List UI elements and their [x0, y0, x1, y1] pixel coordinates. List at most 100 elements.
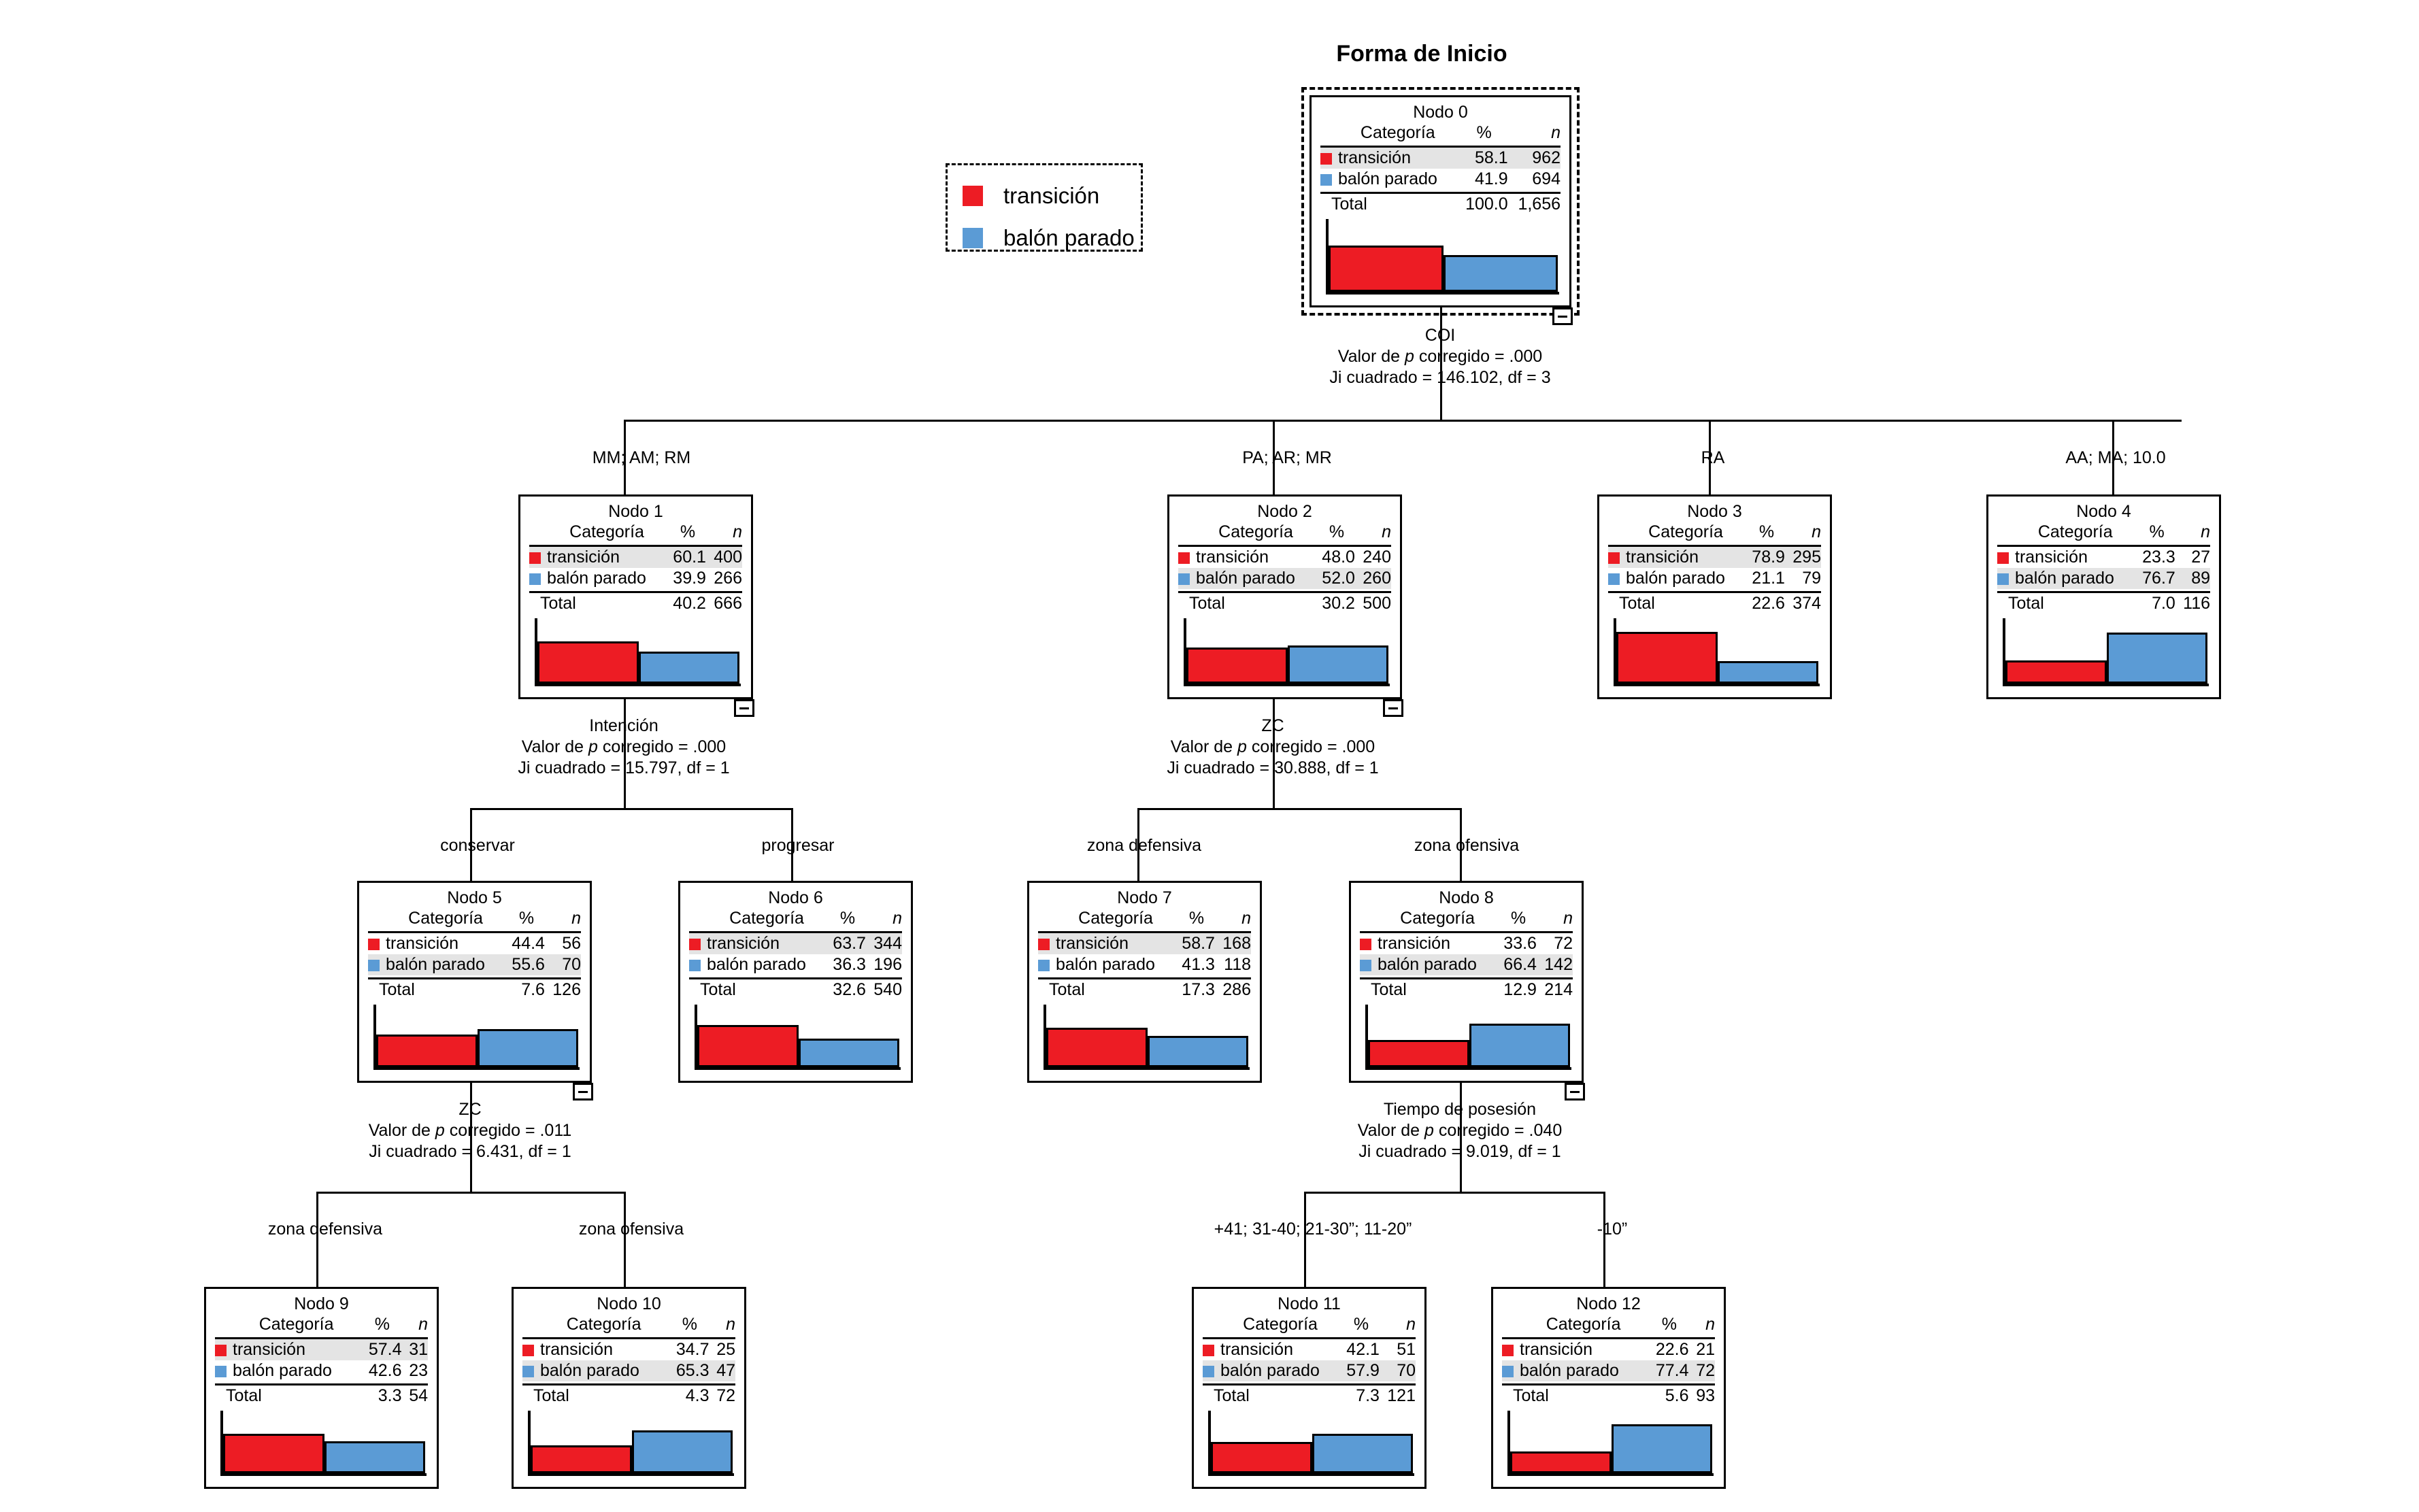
header-percent: %	[682, 1315, 697, 1334]
total-percent: 100.0	[1465, 195, 1508, 214]
branch-label-node2: PA; AR; MR	[1242, 448, 1332, 467]
header-percent: %	[1510, 909, 1527, 928]
row-count: 295	[1787, 545, 1821, 568]
row-category-label: balón parado	[1196, 569, 1295, 588]
bar-balon-parado	[1287, 645, 1388, 684]
blue-swatch	[1608, 573, 1620, 585]
row-count: 962	[1510, 146, 1561, 169]
total-percent: 7.6	[521, 980, 545, 999]
table-rule	[1038, 975, 1251, 979]
split-chisq-coi: Ji cuadrado = 146.102, df = 3	[1329, 368, 1551, 387]
table-rule	[522, 1381, 735, 1385]
row-count: 118	[1224, 955, 1251, 974]
chart-x-axis	[695, 1067, 901, 1070]
chart-bars	[1211, 1412, 1413, 1473]
branch-label-node7: zona defensiva	[1086, 836, 1202, 855]
row-count: 72	[1691, 1360, 1715, 1381]
row-category: transición	[1320, 146, 1458, 169]
total-count: 500	[1363, 594, 1391, 613]
blue-swatch	[1320, 174, 1332, 186]
row-percent: 76.7	[2135, 568, 2178, 589]
collapse-node-button[interactable]	[1565, 1083, 1585, 1101]
total-count: 93	[1696, 1386, 1715, 1405]
row-count: 27	[2191, 548, 2210, 567]
header-percent: %	[1188, 909, 1205, 928]
node-bar-chart	[689, 1005, 902, 1073]
row-category: balón parado	[529, 568, 667, 589]
row-percent: 55.6	[505, 954, 548, 975]
red-swatch	[1178, 552, 1190, 564]
node-title: Nodo 11	[1278, 1294, 1341, 1313]
collapse-node-button[interactable]	[734, 699, 754, 717]
header-categoria: Categoría	[258, 1315, 334, 1334]
table-rule	[1608, 589, 1821, 593]
connector-root-down	[1440, 307, 1442, 420]
total-percent: 7.0	[2152, 594, 2175, 613]
connector-to-node5	[470, 808, 472, 881]
branch-label-node12: -10”	[1597, 1220, 1628, 1239]
header-categoria: Categoría	[1546, 1315, 1621, 1334]
row-count: 142	[1539, 954, 1573, 975]
connector-to-node4	[2112, 420, 2114, 494]
chart-x-axis	[1614, 684, 1820, 686]
total-label: Total	[2008, 594, 2044, 613]
row-category: balón parado	[1203, 1360, 1341, 1381]
row-count: 51	[1397, 1340, 1416, 1359]
blue-swatch	[963, 228, 983, 248]
row-category-label: balón parado	[233, 1361, 332, 1380]
row-percent: 22.6	[1655, 1340, 1689, 1359]
red-swatch	[689, 939, 701, 950]
node-bar-chart	[1502, 1411, 1715, 1479]
bar-transicion	[531, 1445, 632, 1473]
blue-swatch	[1997, 573, 2009, 585]
header-categoria: Categoría	[729, 909, 804, 928]
table-header-row: Categoría%n	[215, 1314, 428, 1335]
branch-label-node6: progresar	[761, 836, 835, 855]
collapse-node-button[interactable]	[1383, 699, 1403, 717]
total-label: Total	[1371, 980, 1407, 999]
row-count: 21	[1696, 1340, 1715, 1359]
row-category: balón parado	[1502, 1360, 1648, 1381]
split-pvalue-intencion: Valor de p corregido = .000	[521, 737, 727, 756]
row-category: balón parado	[1360, 954, 1498, 975]
bar-balon-parado	[324, 1441, 425, 1473]
row-percent: 39.9	[673, 569, 706, 588]
connector-node2-bus	[1137, 808, 1460, 810]
connector-node8-down	[1460, 1083, 1462, 1192]
header-n: n	[1406, 1315, 1416, 1334]
collapse-node-button[interactable]	[1552, 307, 1573, 325]
header-percent: %	[518, 909, 535, 928]
connector-node8-bus	[1304, 1192, 1603, 1194]
chart-x-axis	[1326, 292, 1559, 295]
node-bar-chart	[1360, 1005, 1573, 1073]
header-percent: %	[1329, 522, 1345, 541]
chart-y-axis	[695, 1005, 697, 1068]
connector-to-node10	[624, 1192, 626, 1287]
table-rule	[1038, 929, 1251, 933]
row-count: 89	[2178, 568, 2210, 589]
collapse-node-button[interactable]	[573, 1083, 593, 1101]
